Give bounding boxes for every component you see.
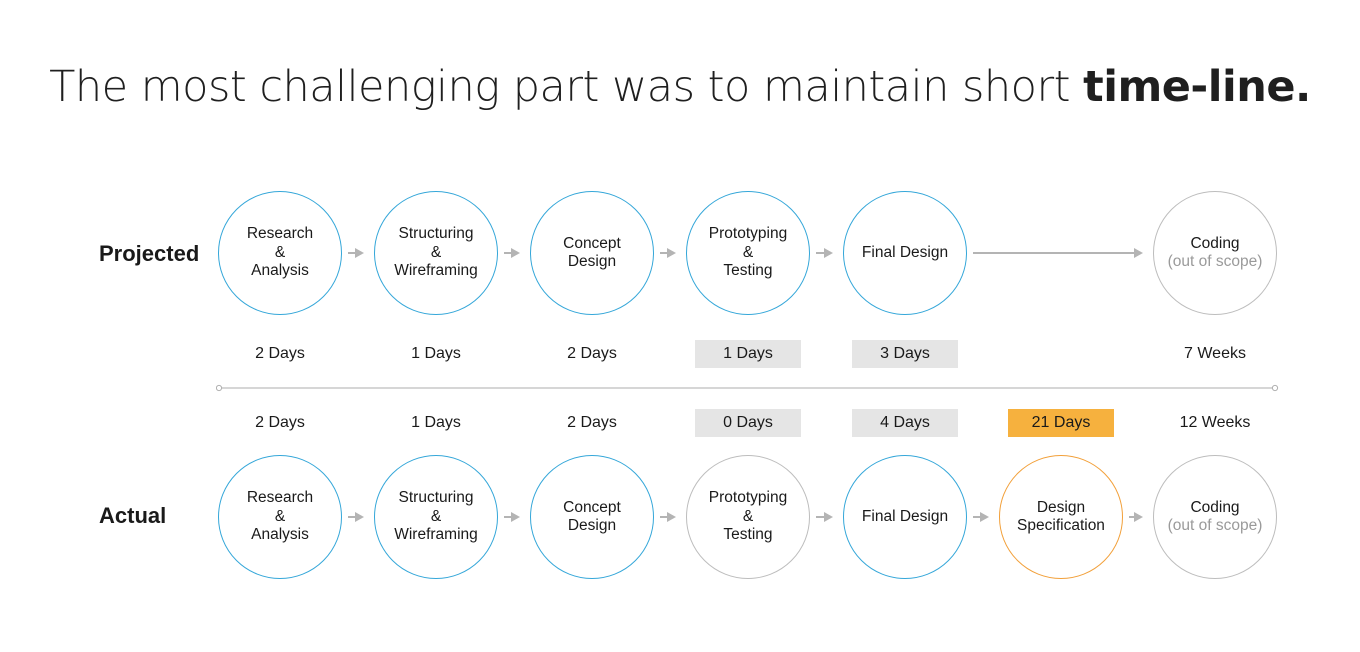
projected-duration: 2 Days [567, 345, 617, 362]
actual-stage-coding: Coding(out of scope) [1153, 455, 1277, 579]
actual-arrow-icon [973, 512, 989, 522]
actual-duration: 12 Weeks [1179, 414, 1251, 431]
actual-duration: 0 Days [695, 409, 801, 437]
stage-name: Structuring & Wireframing [394, 489, 478, 544]
projected-row-label: Projected [99, 241, 200, 266]
stage-name: Final Design [861, 243, 949, 261]
stage-name: Research & Analysis [246, 489, 314, 544]
stage-name: Research & Analysis [246, 225, 314, 280]
projected-arrow-icon [348, 248, 364, 258]
projected-arrow-icon [816, 248, 833, 258]
actual-duration: 2 Days [567, 414, 617, 431]
stage-name: Structuring & Wireframing [394, 225, 478, 280]
stage-name: Design Specification [1017, 498, 1105, 535]
actual-duration: 21 Days [1008, 409, 1114, 437]
actual-stage-prototyping-testing: Prototyping & Testing [686, 455, 810, 579]
divider-start-dot [216, 384, 223, 392]
actual-stage-research-analysis: Research & Analysis [218, 455, 342, 579]
stage-subtitle: (out of scope) [1167, 517, 1263, 534]
projected-arrow-icon [973, 248, 1143, 258]
actual-arrow-icon [504, 512, 520, 522]
projected-duration: 1 Days [411, 345, 461, 362]
projected-stage-prototyping-testing: Prototyping & Testing [686, 191, 810, 315]
projected-duration: 7 Weeks [1184, 345, 1246, 362]
actual-stage-design-specification: Design Specification [999, 455, 1123, 579]
stage-name: Coding [1190, 234, 1240, 252]
actual-arrow-icon [816, 512, 833, 522]
projected-stage-coding: Coding(out of scope) [1153, 191, 1277, 315]
projected-duration: 1 Days [695, 340, 801, 368]
actual-arrow-icon [660, 512, 676, 522]
projected-duration: 3 Days [852, 340, 958, 368]
stage-name: Concept Design [563, 498, 621, 535]
actual-duration: 4 Days [852, 409, 958, 437]
actual-duration: 2 Days [255, 414, 305, 431]
actual-stage-concept-design: Concept Design [530, 455, 654, 579]
projected-stage-concept-design: Concept Design [530, 191, 654, 315]
projected-stage-final-design: Final Design [843, 191, 967, 315]
projected-stage-research-analysis: Research & Analysis [218, 191, 342, 315]
projected-duration: 2 Days [255, 345, 305, 362]
stage-subtitle: (out of scope) [1167, 253, 1263, 270]
stage-name: Final Design [861, 507, 949, 525]
stage-name: Prototyping & Testing [708, 225, 788, 280]
projected-arrow-icon [504, 248, 520, 258]
actual-duration: 1 Days [411, 414, 461, 431]
stage-name: Prototyping & Testing [708, 489, 788, 544]
stage-name: Coding [1190, 498, 1240, 516]
actual-stage-final-design: Final Design [843, 455, 967, 579]
actual-arrow-icon [348, 512, 364, 522]
timeline-divider [216, 384, 1279, 392]
actual-row-label: Actual [99, 503, 167, 528]
actual-arrow-icon [1129, 512, 1143, 522]
actual-stage-structuring-wireframing: Structuring & Wireframing [374, 455, 498, 579]
stage-name: Concept Design [563, 234, 621, 271]
projected-stage-structuring-wireframing: Structuring & Wireframing [374, 191, 498, 315]
projected-arrow-icon [660, 248, 676, 258]
page-title: The most challenging part was to maintai… [49, 62, 1311, 112]
divider-end-dot [1271, 384, 1279, 392]
